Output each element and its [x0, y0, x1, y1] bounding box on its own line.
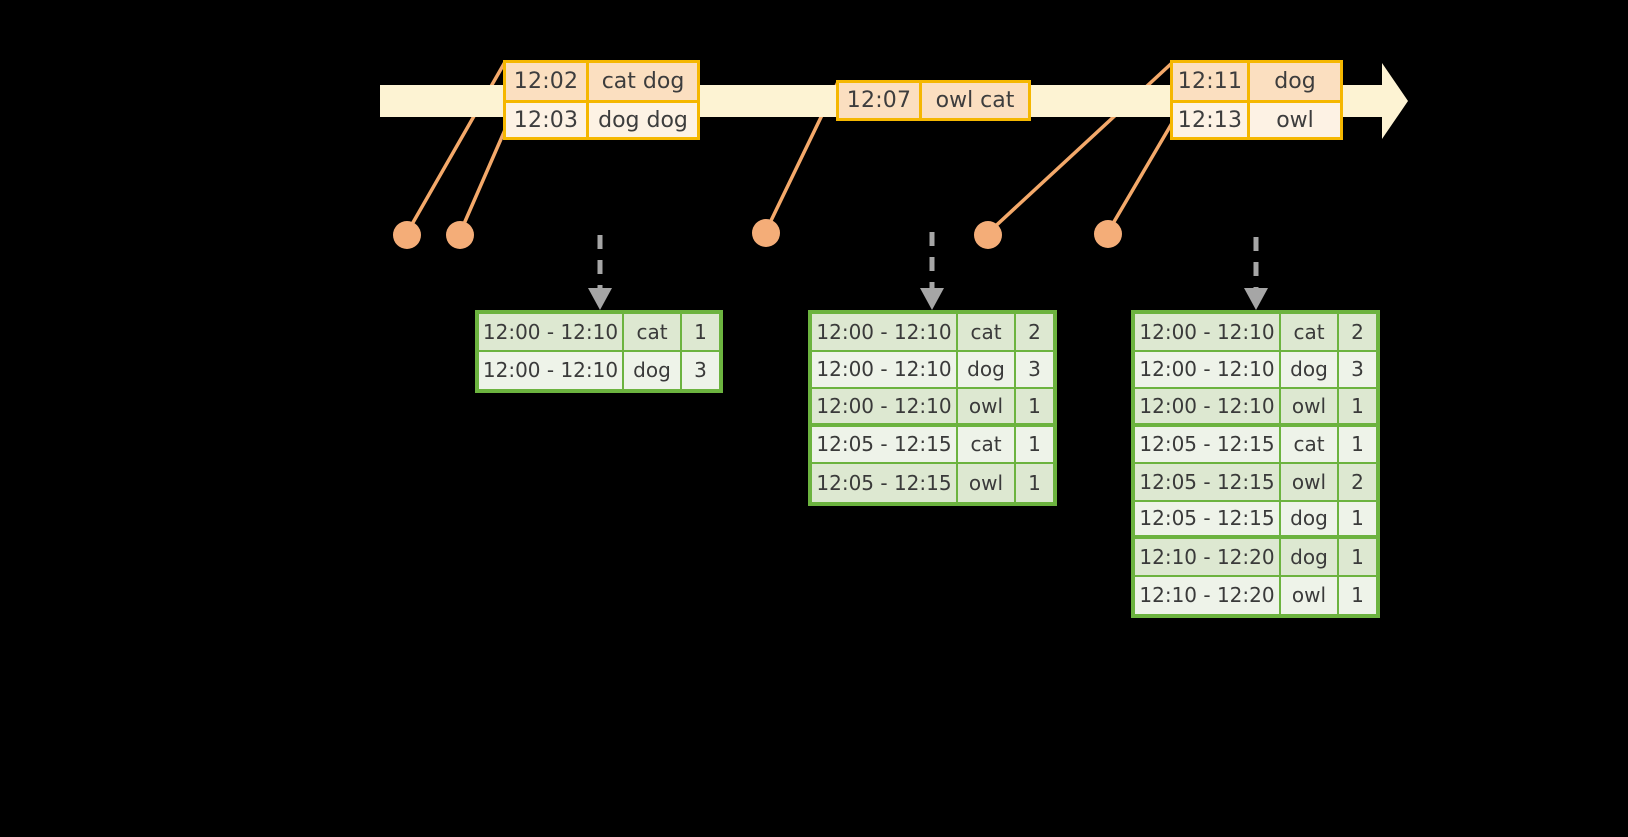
event-box-group-2[interactable]: 12:07 owl cat: [836, 80, 1031, 121]
word-cell: dog: [1281, 501, 1339, 535]
word-cell: cat: [958, 314, 1016, 350]
count-cell: 3: [1351, 357, 1364, 382]
event-time: 12:11: [1173, 63, 1250, 100]
count-cell: 1: [1028, 470, 1041, 495]
marker-dot-12-07: [752, 219, 780, 247]
window-cell: 12:00 - 12:10: [1135, 351, 1281, 387]
event-words: cat dog: [601, 69, 685, 94]
emit-arrow-head-2: [920, 288, 944, 310]
window-cell: 12:05 - 12:15: [812, 464, 958, 502]
marker-dot-12-11: [974, 221, 1002, 249]
word-cell: cat: [958, 426, 1016, 462]
marker-dot-12-02: [393, 221, 421, 249]
count-cell: 2: [1028, 319, 1041, 344]
count-cell: 1: [1351, 393, 1364, 418]
event-row: 12:07 owl cat: [839, 83, 1028, 118]
word-cell: dog: [958, 351, 1016, 387]
window-cell: 12:00 - 12:10: [1135, 314, 1281, 350]
word-cell: dog: [624, 351, 682, 389]
leader-line-12-13: [1106, 116, 1177, 234]
window-cell: 12:00 - 12:10: [1135, 389, 1281, 423]
window-cell: 12:10 - 12:20: [1135, 539, 1281, 575]
timeline-arrowhead-icon: [1360, 63, 1408, 139]
emit-arrow-heads: [588, 288, 1268, 310]
count-cell: 1: [1351, 583, 1364, 608]
event-time: 12:07: [839, 83, 922, 118]
window-cell: 12:05 - 12:15: [1135, 426, 1281, 462]
count-cell: 3: [694, 358, 707, 383]
count-cell: 1: [1351, 506, 1364, 531]
event-words: dog dog: [598, 107, 688, 133]
window-cell: 12:10 - 12:20: [1135, 576, 1281, 614]
word-cell: cat: [1281, 426, 1339, 462]
word-cell: dog: [1281, 351, 1339, 387]
count-cell: 1: [1351, 544, 1364, 569]
count-cell: 1: [1028, 393, 1041, 418]
word-cell: owl: [1281, 464, 1339, 500]
marker-dot-12-03: [446, 221, 474, 249]
word-cell: cat: [624, 314, 682, 350]
event-row: 12:13 owl: [1173, 100, 1340, 137]
event-row: 12:03 dog dog: [506, 100, 697, 137]
window-cell: 12:00 - 12:10: [479, 351, 624, 389]
event-words: owl: [1276, 107, 1314, 133]
count-cell: 2: [1351, 469, 1364, 494]
count-cell: 3: [1028, 357, 1041, 382]
event-row: 12:02 cat dog: [506, 63, 697, 100]
count-cell: 1: [1351, 432, 1364, 457]
event-box-group-1[interactable]: 12:02 cat dog 12:03 dog dog: [503, 60, 700, 140]
count-cell: 2: [1351, 319, 1364, 344]
window-cell: 12:00 - 12:10: [479, 314, 624, 350]
window-cell: 12:05 - 12:15: [812, 426, 958, 462]
emit-arrow-head-1: [588, 288, 612, 310]
window-cell: 12:00 - 12:10: [812, 314, 958, 350]
event-words: owl cat: [935, 88, 1015, 113]
word-cell: cat: [1281, 314, 1339, 350]
word-cell: dog: [1281, 539, 1339, 575]
emit-arrows: [597, 232, 1259, 288]
event-words: dog: [1274, 69, 1316, 94]
count-cell: 1: [694, 319, 707, 344]
event-time: 12:03: [506, 103, 589, 137]
window-cell: 12:00 - 12:10: [812, 351, 958, 387]
event-box-group-3[interactable]: 12:11 dog 12:13 owl: [1170, 60, 1343, 140]
count-cell: 1: [1028, 432, 1041, 457]
word-cell: owl: [958, 389, 1016, 423]
marker-dot-12-13: [1094, 220, 1122, 248]
emit-arrow-head-3: [1244, 288, 1268, 310]
window-cell: 12:05 - 12:15: [1135, 501, 1281, 535]
window-cell: 12:05 - 12:15: [1135, 464, 1281, 500]
event-time: 12:02: [506, 63, 589, 100]
event-time: 12:13: [1173, 103, 1250, 137]
event-row: 12:11 dog: [1173, 63, 1340, 100]
word-cell: owl: [1281, 576, 1339, 614]
window-cell: 12:00 - 12:10: [812, 389, 958, 423]
word-cell: owl: [958, 464, 1016, 502]
word-cell: owl: [1281, 389, 1339, 423]
marker-dots: [393, 219, 1122, 249]
